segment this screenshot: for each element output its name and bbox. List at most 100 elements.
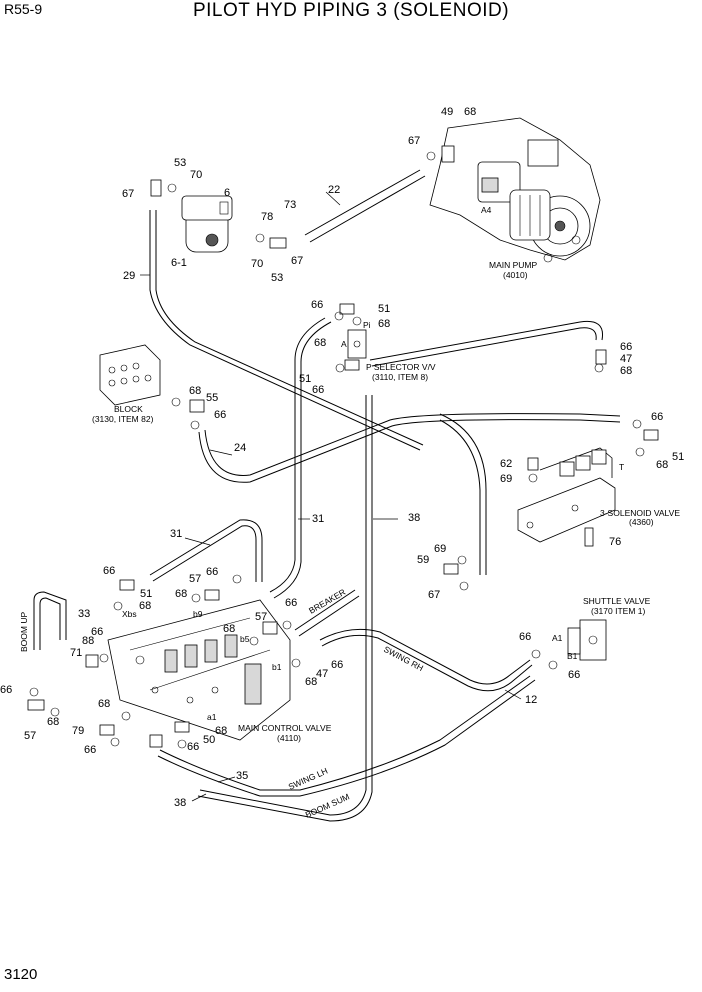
callout: 69 [434, 543, 446, 555]
port-b1: B1 [567, 651, 578, 661]
callout: 68 [223, 623, 235, 635]
p-selector-label: P SELECTOR V/V [366, 362, 436, 372]
block-ref: (3130, ITEM 82) [92, 414, 154, 424]
block-drawing [99, 344, 161, 406]
callout: 70 [190, 169, 202, 181]
port-a: A [341, 339, 347, 349]
port-xbs: Xbs [122, 609, 137, 619]
part-number-callouts: 53 70 67 6 73 78 6-1 70 67 53 22 49 68 6… [0, 106, 684, 809]
solenoid-valve-drawing [517, 447, 616, 543]
callout: 57 [189, 573, 201, 585]
callout: 66 [214, 409, 226, 421]
callout: 35 [236, 770, 248, 782]
callout: 66 [285, 597, 297, 609]
callout: 38 [408, 512, 420, 524]
fittings [27, 145, 659, 749]
callout: 67 [122, 188, 134, 200]
callout: 47 [316, 668, 328, 680]
port-b1-mcv: b1 [272, 662, 282, 672]
callout: 67 [291, 255, 303, 267]
callout: 68 [620, 365, 632, 377]
callout: 71 [70, 647, 82, 659]
callout: 12 [525, 694, 537, 706]
callout: 24 [234, 442, 246, 454]
main-pump-label: MAIN PUMP [489, 260, 538, 270]
callout: 67 [408, 135, 420, 147]
shuttle-label: SHUTTLE VALVE [583, 596, 651, 606]
callout: 51 [378, 303, 390, 315]
callout: 68 [314, 337, 326, 349]
callout: 38 [174, 797, 186, 809]
callout: 66 [519, 631, 531, 643]
callout: 66 [91, 626, 103, 638]
page-title: PILOT HYD PIPING 3 (SOLENOID) [192, 0, 510, 21]
mcv-ref: (4110) [277, 733, 301, 743]
port-b5: b5 [240, 634, 250, 644]
callout: 66 [568, 669, 580, 681]
callout: 68 [139, 600, 151, 612]
callout: 69 [500, 473, 512, 485]
callout: 66 [206, 566, 218, 578]
callout: 78 [261, 211, 273, 223]
callout: 70 [251, 258, 263, 270]
hose-label-boom-up: BOOM UP [19, 612, 29, 652]
callout: 6 [224, 187, 230, 199]
callout: 66 [84, 744, 96, 756]
block-label: BLOCK [114, 404, 143, 414]
callout: 57 [255, 611, 267, 623]
main-pump-ref: (4010) [503, 270, 528, 280]
callout: 73 [284, 199, 296, 211]
p-selector-drawing [347, 329, 367, 359]
port-a1-mcv: a1 [207, 712, 217, 722]
callout: 6-1 [171, 257, 187, 269]
mcv-label: MAIN CONTROL VALVE [238, 723, 332, 733]
callout: 51 [140, 588, 152, 600]
callout: 68 [305, 676, 317, 688]
callout: 53 [271, 272, 283, 284]
callout: 50 [203, 734, 215, 746]
callout: 76 [609, 536, 621, 548]
callout: 66 [331, 659, 343, 671]
port-t: T [619, 462, 624, 472]
callout: 68 [47, 716, 59, 728]
callout: 68 [98, 698, 110, 710]
callout: 66 [0, 684, 12, 696]
callout: 66 [187, 741, 199, 753]
port-b9: b9 [193, 609, 203, 619]
callout: 22 [328, 184, 340, 196]
callout: 29 [123, 270, 135, 282]
callout: 57 [24, 730, 36, 742]
callout: 59 [417, 554, 429, 566]
port-pi: Pi [363, 320, 371, 330]
solenoid-label: 3-SOLENOID VALVE [600, 508, 680, 518]
filter-drawing [181, 195, 233, 253]
shuttle-valve-drawing [567, 619, 607, 661]
callout: 68 [656, 459, 668, 471]
shuttle-ref: (3170 ITEM 1) [591, 606, 645, 616]
model-code: R55-9 [4, 1, 43, 17]
callout: 31 [170, 528, 182, 540]
main-control-valve-drawing [107, 599, 291, 741]
hose-label-breaker: BREAKER [307, 587, 347, 616]
callout: 68 [215, 725, 227, 737]
hoses [33, 169, 621, 822]
port-a4: A4 [481, 205, 492, 215]
callout: 68 [175, 588, 187, 600]
callout: 67 [428, 589, 440, 601]
page-number: 3120 [4, 966, 38, 983]
callout: 51 [299, 373, 311, 385]
callout: 51 [672, 451, 684, 463]
callout: 66 [651, 411, 663, 423]
main-pump-drawing: A4 [429, 117, 601, 263]
hose-label-boom-sum: BOOM SUM [304, 791, 351, 819]
callout: 68 [189, 385, 201, 397]
hose-label-swing-rh: SWING RH [382, 644, 425, 673]
callout: 66 [620, 341, 632, 353]
callout: 88 [82, 635, 94, 647]
callout: 68 [378, 318, 390, 330]
port-a1: A1 [552, 633, 563, 643]
callout: 49 [441, 106, 453, 118]
callout: 79 [72, 725, 84, 737]
callout: 68 [464, 106, 476, 118]
